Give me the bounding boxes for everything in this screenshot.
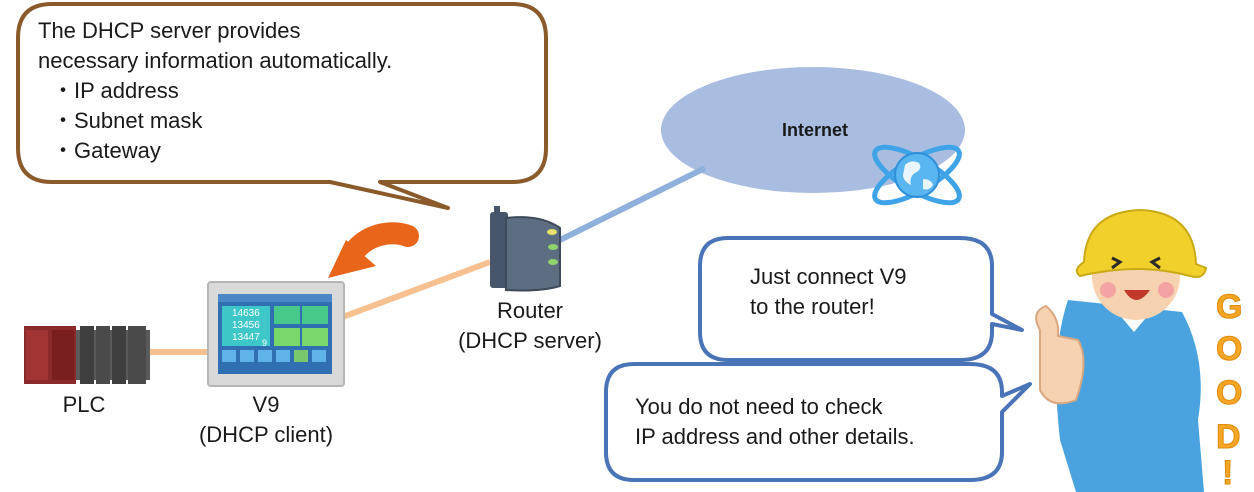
v9-screen-value-3: 13447 bbox=[232, 332, 260, 343]
svg-text:O: O bbox=[1216, 330, 1242, 368]
dhcp-item-gateway: ・Gateway bbox=[52, 138, 161, 163]
good-letters-icon: G O O D ! bbox=[1216, 288, 1243, 492]
check-line-2: IP address and other details. bbox=[635, 424, 915, 449]
bubble-check bbox=[604, 362, 1032, 482]
check-line-1: You do not need to check bbox=[635, 394, 883, 419]
internet-cloud bbox=[661, 67, 965, 193]
worker-character-icon bbox=[1035, 208, 1208, 492]
plc-icon bbox=[24, 326, 150, 384]
dhcp-line-2: necessary information automatically. bbox=[38, 48, 393, 73]
connect-line-2: to the router! bbox=[750, 294, 875, 319]
v9-screen-value-2: 13456 bbox=[232, 320, 260, 331]
svg-text:!: ! bbox=[1222, 454, 1233, 492]
dhcp-line-1: The DHCP server provides bbox=[38, 18, 301, 43]
svg-text:O: O bbox=[1216, 374, 1242, 412]
v9-device-icon bbox=[207, 281, 345, 387]
router-icon bbox=[490, 206, 561, 292]
dhcp-item-subnet: ・Subnet mask bbox=[52, 108, 203, 133]
dhcp-item-ip: ・IP address bbox=[52, 78, 179, 103]
arrow-icon bbox=[328, 222, 419, 278]
connect-line-1: Just connect V9 bbox=[750, 264, 907, 289]
router-label-line2: (DHCP server) bbox=[458, 328, 602, 353]
cable-router-internet bbox=[558, 165, 707, 243]
router-label-line1: Router bbox=[496, 298, 564, 323]
v9-screen-value-4: 9 bbox=[262, 338, 267, 348]
router-label: Router (DHCP server) bbox=[440, 296, 620, 356]
svg-text:D: D bbox=[1216, 418, 1241, 456]
plc-label: PLC bbox=[62, 392, 106, 417]
bubble-check-text: You do not need to check IP address and … bbox=[635, 392, 915, 452]
v9-label-line1: V9 bbox=[252, 392, 280, 417]
v9-label: V9 (DHCP client) bbox=[196, 390, 336, 450]
bubble-connect bbox=[698, 236, 1024, 362]
cable-v9-router bbox=[338, 259, 492, 321]
bubble-dhcp bbox=[16, 2, 548, 210]
v9-label-line2: (DHCP client) bbox=[198, 422, 334, 447]
globe-icon bbox=[872, 144, 962, 206]
bubble-connect-text: Just connect V9 to the router! bbox=[750, 262, 907, 322]
bubble-dhcp-text: The DHCP server provides necessary infor… bbox=[38, 16, 392, 166]
svg-text:G: G bbox=[1216, 288, 1242, 326]
v9-screen-value-1: 14636 bbox=[232, 308, 260, 319]
internet-label: Internet bbox=[782, 120, 849, 140]
